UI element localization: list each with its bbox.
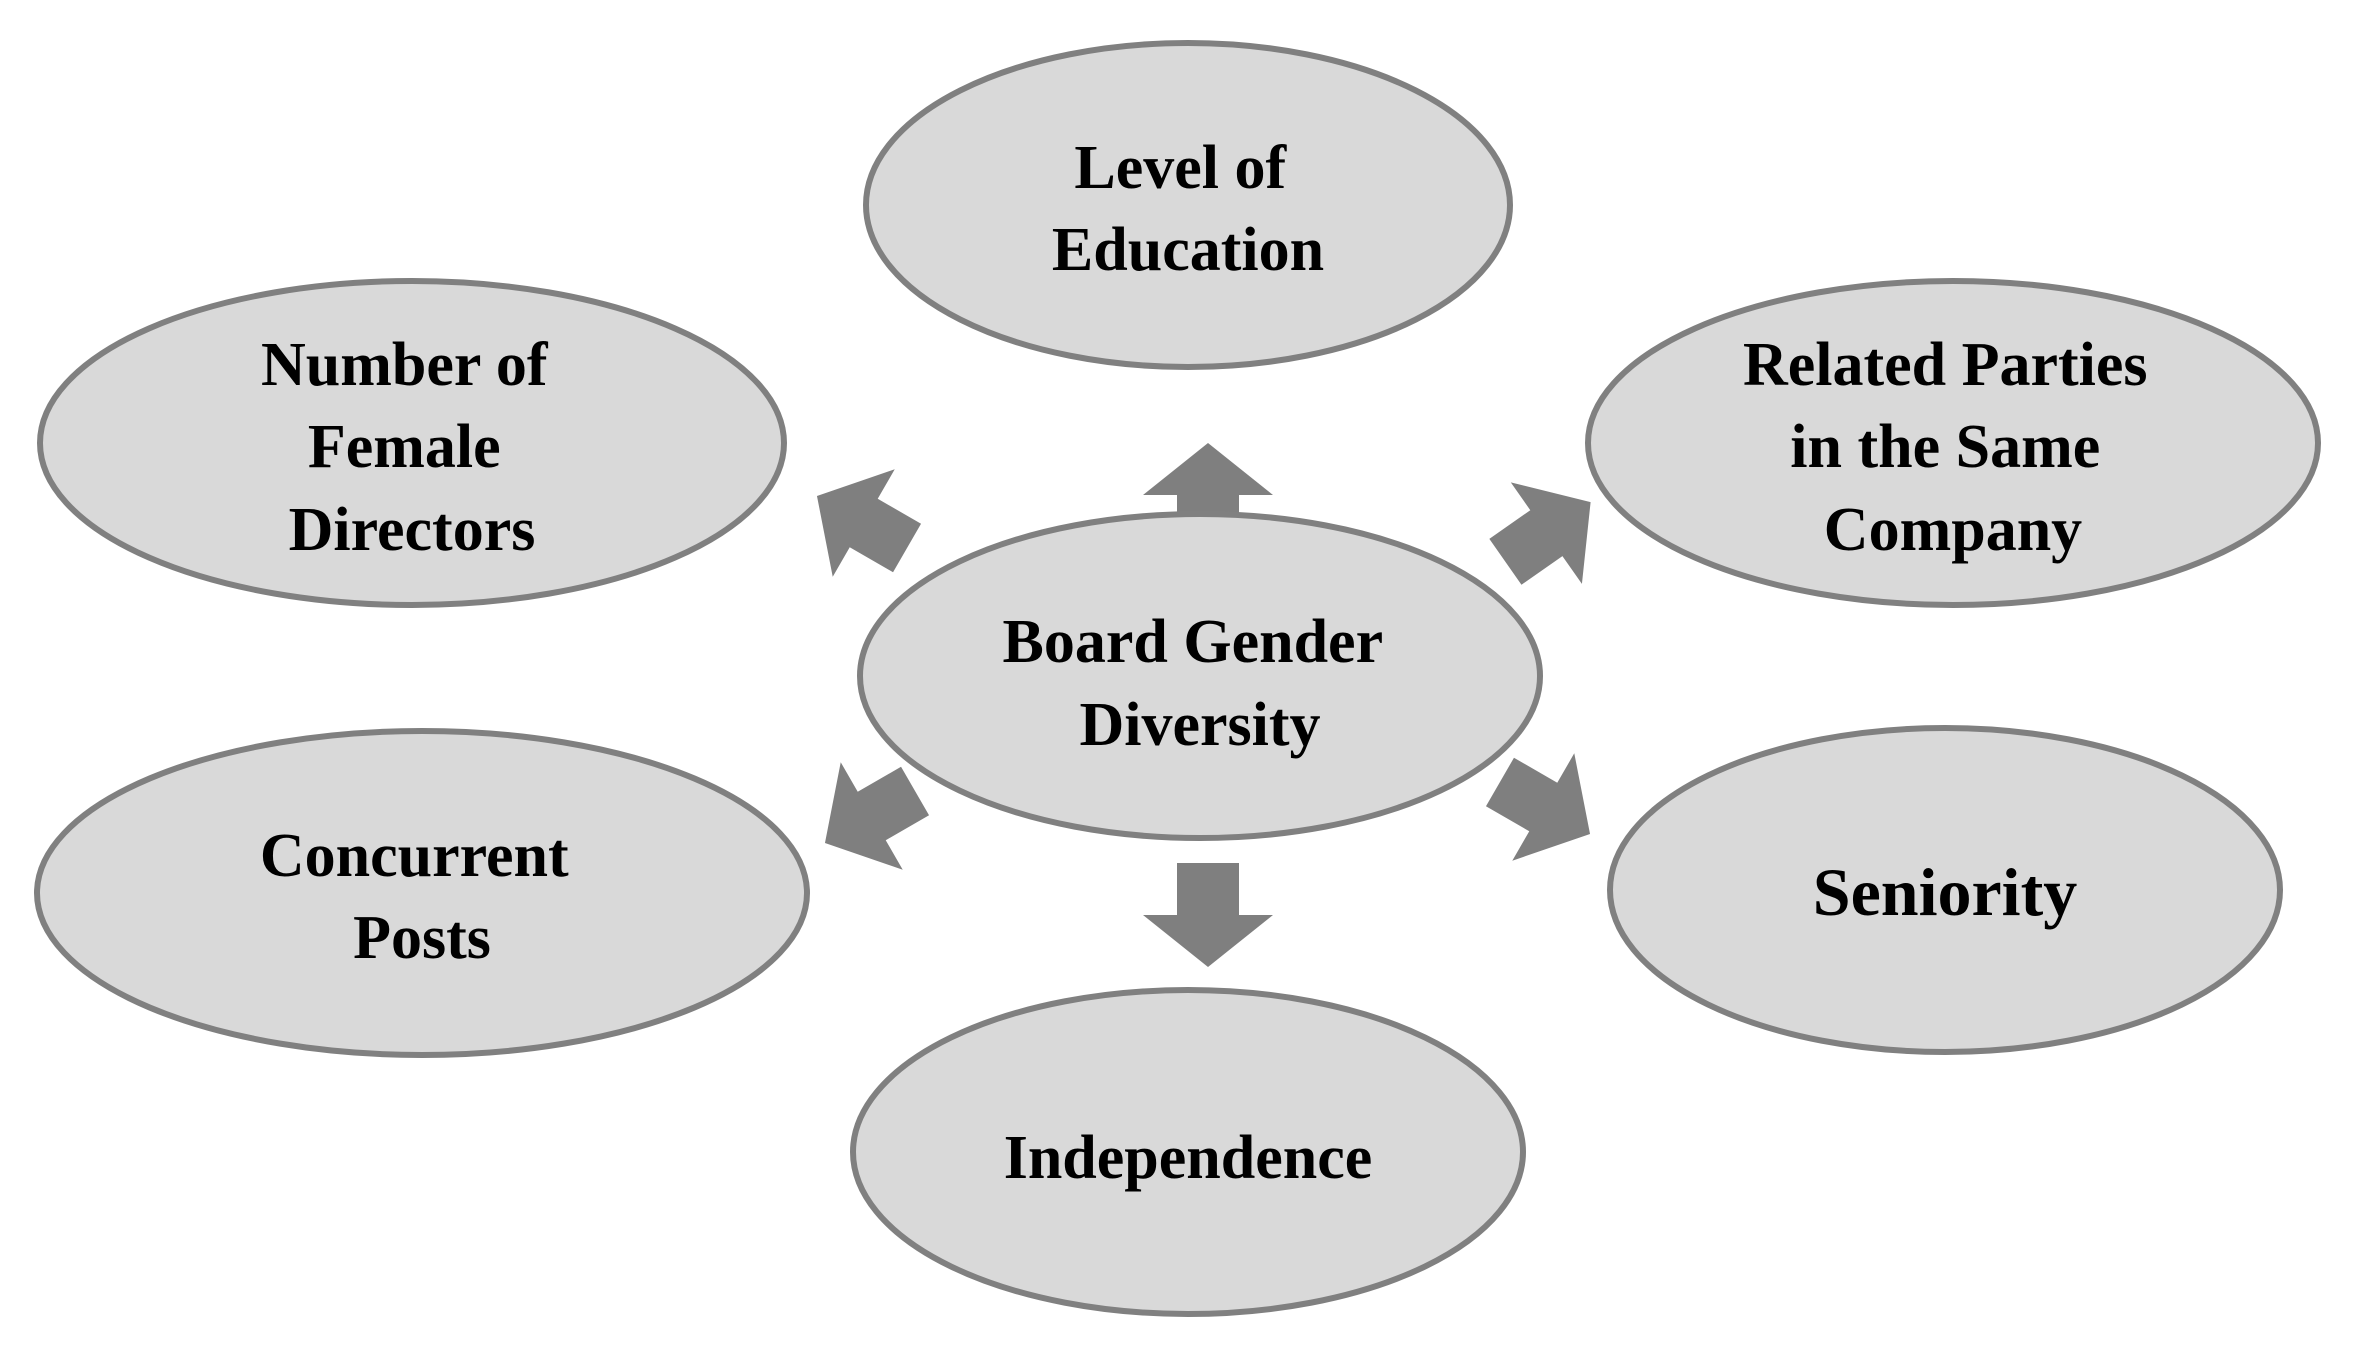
related-parties-label-line-3: Company [1824, 496, 2082, 564]
arrow-to-seniority [1485, 753, 1591, 861]
svg-text:Related Parties in the S: Related Parties in the Same Company [1743, 331, 2163, 564]
center-node: Board Gender Diversity [857, 511, 1543, 841]
svg-text:Seniority: Seniority [1813, 854, 2077, 930]
svg-text:Level of Education: Level of Education [1052, 134, 1324, 284]
independence-ellipse [850, 987, 1526, 1317]
node-concurrent-posts: Concurrent Posts [34, 728, 810, 1058]
concurrent-posts-ellipse [34, 728, 810, 1058]
arrow-to-female-directors [816, 469, 922, 577]
arrow-to-independence [1143, 863, 1273, 967]
svg-text:Number of Female D: Number of Female Directors [261, 331, 563, 564]
female-directors-label-line-2: Female [308, 413, 501, 481]
female-directors-ellipse [37, 278, 787, 608]
node-seniority: Seniority [1607, 725, 2283, 1055]
center-ellipse [857, 511, 1543, 841]
svg-text:Independence: Independence [1004, 1124, 1373, 1192]
node-level-of-education: Level of Education [863, 40, 1513, 370]
arrow-to-concurrent-posts [824, 762, 930, 870]
concurrent-posts-label-line-2: Posts [353, 904, 491, 972]
education-ellipse [863, 40, 1513, 370]
education-label-line-2: Education [1052, 216, 1324, 284]
node-related-parties: Related Parties in the Same Company [1585, 278, 2321, 608]
related-parties-label-line-1: Related Parties [1743, 331, 2148, 399]
seniority-ellipse [1607, 725, 2283, 1055]
arrow-to-education [1143, 443, 1273, 547]
node-independence: Independence [850, 987, 1526, 1317]
seniority-label-line-1: Seniority [1813, 854, 2077, 930]
center-label-line-2: Diversity [1079, 691, 1320, 759]
svg-text:Concurrent Posts: Concurrent Posts [260, 822, 584, 972]
related-parties-label-line-2: in the Same [1790, 413, 2100, 481]
related-parties-ellipse [1585, 278, 2321, 608]
center-label-line-1: Board Gender [1003, 608, 1383, 676]
arrows [816, 443, 1591, 967]
education-label-line-1: Level of [1074, 134, 1287, 202]
female-directors-label-line-3: Directors [289, 496, 536, 564]
node-number-of-female-directors: Number of Female Directors [37, 278, 787, 608]
concurrent-posts-label-line-1: Concurrent [260, 822, 569, 890]
independence-label-line-1: Independence [1004, 1124, 1373, 1192]
arrow-to-related-parties [1489, 482, 1591, 585]
female-directors-label-line-1: Number of [261, 331, 549, 399]
svg-text:Board Gender Diversity: Board Gender Diversity [1003, 608, 1398, 759]
